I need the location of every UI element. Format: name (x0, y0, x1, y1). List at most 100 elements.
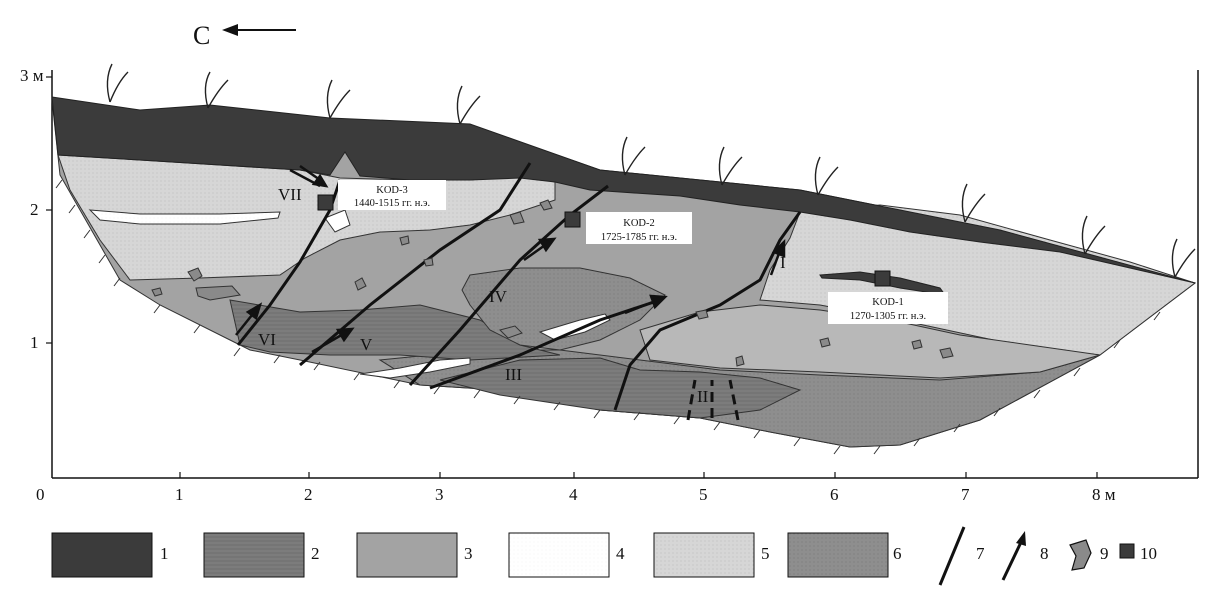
direction-indicator: С (193, 21, 296, 50)
layer-4-lens-left (88, 209, 281, 225)
legend-swatch-5 (653, 532, 755, 578)
grass-icon (961, 183, 986, 223)
vegetation (106, 63, 1196, 278)
thrust-arrow-icon (769, 238, 786, 276)
layer-4-lens-bottom (359, 357, 471, 379)
legend-swatch-1 (51, 532, 153, 578)
sample-id: KOD-2 (623, 218, 655, 229)
grass-icon (1081, 215, 1106, 255)
sample-id: KOD-1 (872, 297, 904, 308)
unit-label: III (505, 365, 522, 384)
legend-number: 6 (893, 544, 902, 563)
legend-number: 1 (160, 544, 169, 563)
x-tick-label: 1 (175, 485, 184, 504)
grass-icon (106, 63, 129, 103)
sample-age: 1440-1515 гг. н.э. (354, 198, 430, 209)
layer-2-band (229, 299, 561, 361)
sample-square-icon (317, 194, 334, 211)
clast-icon (499, 325, 523, 339)
west-arrow-icon (222, 24, 296, 36)
clast-icon (195, 285, 241, 301)
thrust-arrow-icon (1001, 531, 1026, 581)
grass-icon (326, 79, 351, 119)
clasts (151, 199, 954, 367)
trench-bottom-hatch (55, 179, 1161, 455)
sample-square-icon (564, 211, 581, 228)
grass-icon (456, 85, 481, 125)
legend-number: 8 (1040, 544, 1049, 563)
y-tick-label: 2 (30, 200, 39, 219)
legend-swatch-2 (203, 532, 305, 578)
clast-icon (819, 337, 831, 348)
clast-icon (509, 211, 525, 225)
legend-number: 4 (616, 544, 625, 563)
fault-line-dashed (728, 379, 740, 421)
clast-icon (423, 257, 434, 267)
fault-line (299, 162, 532, 367)
legend-number: 5 (761, 544, 770, 563)
layer-2-lens-iii (439, 357, 802, 419)
thrust-arrow-icon (235, 302, 263, 336)
y-tick-label: 3 м (20, 66, 44, 85)
legend-number: 3 (464, 544, 473, 563)
x-tick-label: 4 (569, 485, 578, 504)
layer-5-lower-middle (639, 304, 1101, 379)
clast-icon (735, 355, 745, 367)
legend-number: 10 (1140, 544, 1157, 563)
axes: 3 м 2 1 0 1 2 3 4 5 6 7 8 м (20, 66, 1199, 504)
grass-icon (718, 146, 743, 186)
unit-label: V (360, 335, 373, 354)
x-tick-label: 7 (961, 485, 970, 504)
layer-1-topsoil (51, 96, 1196, 284)
x-tick-label: 8 м (1092, 485, 1116, 504)
legend-number: 2 (311, 544, 320, 563)
direction-label: С (193, 21, 210, 50)
legend-swatch-3 (356, 532, 458, 578)
x-tick-label: 2 (304, 485, 313, 504)
x-tick-label: 3 (435, 485, 444, 504)
grass-icon (621, 136, 646, 176)
grass-icon (814, 156, 839, 196)
legend-swatch-6 (787, 532, 889, 578)
fault-line-dashed (686, 379, 697, 421)
legend-number: 9 (1100, 544, 1109, 563)
sample-square-icon (1119, 543, 1135, 559)
clast-icon (151, 287, 163, 297)
clast-icon (939, 347, 954, 359)
sample-square-icon (874, 270, 891, 287)
fault-line (408, 184, 609, 387)
y-tick-label: 1 (30, 333, 39, 352)
sample-age: 1270-1305 гг. н.э. (850, 311, 926, 322)
x-tick-label: 5 (699, 485, 708, 504)
sample-id: KOD-3 (376, 185, 408, 196)
sample-label-kod1: KOD-1 1270-1305 гг. н.э. (828, 292, 948, 324)
legend-number: 7 (976, 544, 985, 563)
x-tick-label: 0 (36, 485, 45, 504)
x-tick-label: 6 (830, 485, 839, 504)
unit-label: VII (278, 185, 302, 204)
thrust-arrows (235, 164, 786, 354)
clast-icon (695, 309, 709, 320)
clast-icon (1069, 539, 1092, 571)
clast-icon (187, 267, 203, 282)
unit-label: I (780, 253, 786, 272)
thrust-arrow-icon (624, 294, 668, 315)
grass-icon (204, 71, 229, 109)
legend: 1 2 3 4 5 6 7 8 9 10 (51, 526, 1157, 586)
clast-icon (354, 277, 367, 291)
unit-label: IV (489, 287, 508, 306)
unit-label: VI (258, 330, 276, 349)
clast-icon (539, 199, 553, 211)
sample-age: 1725-1785 гг. н.э. (601, 232, 677, 243)
trench-section: KOD-3 1440-1515 гг. н.э. KOD-2 1725-1785… (51, 63, 1197, 455)
fault-line (613, 211, 802, 411)
layer-4-lens-vii (324, 209, 351, 233)
clast-icon (911, 339, 923, 350)
sample-label-kod2: KOD-2 1725-1785 гг. н.э. (586, 212, 692, 244)
thrust-arrow-icon (289, 164, 329, 188)
grass-icon (1171, 238, 1196, 278)
thrust-arrow-icon (523, 237, 557, 262)
thrust-arrow-icon (311, 327, 355, 354)
sample-label-kod3: KOD-3 1440-1515 гг. н.э. (338, 180, 446, 210)
